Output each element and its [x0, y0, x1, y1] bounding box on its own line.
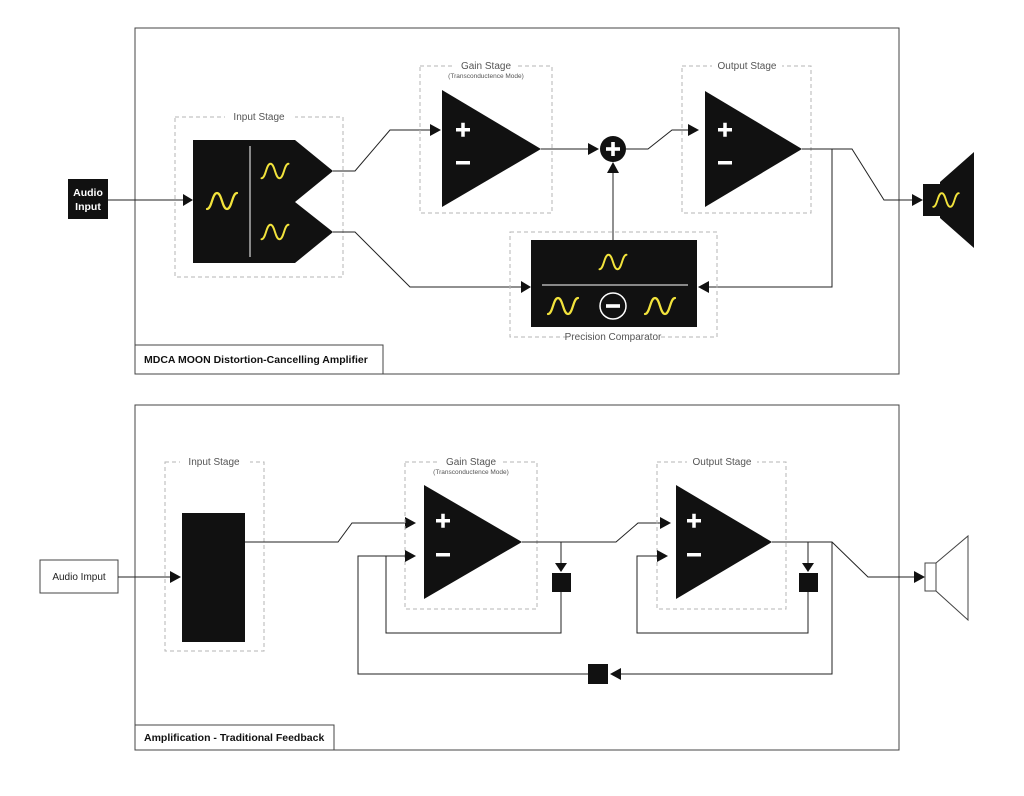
- speaker-icon: [923, 152, 974, 248]
- arrowhead-icon: [521, 281, 531, 293]
- audio-input-line2: Input: [75, 201, 101, 213]
- minus-sign-icon: [456, 161, 470, 165]
- output-feedback-network: [799, 573, 818, 592]
- input-stage-label: Input Stage: [233, 112, 285, 123]
- top-frame: [134, 27, 900, 375]
- arrowhead-icon: [555, 563, 567, 572]
- comparator-label: Precision Comparator: [565, 332, 662, 343]
- wire-to-output: [626, 129, 688, 150]
- arrowhead-icon: [698, 281, 709, 293]
- arrowhead-icon: [588, 143, 599, 155]
- output-stage-label: Output Stage: [693, 457, 752, 468]
- speaker-icon: [924, 534, 969, 622]
- top-diagram: MDCA MOON Distortion-Cancelling Amplifie…: [68, 27, 974, 375]
- arrowhead-icon: [610, 668, 621, 680]
- summing-junction-icon: [600, 136, 626, 162]
- bottom-diagram: Amplification - Traditional Feedback Aud…: [39, 404, 969, 751]
- top-title: MDCA MOON Distortion-Cancelling Amplifie…: [144, 354, 368, 366]
- input-stage-block: [182, 513, 245, 642]
- arrowhead-icon: [688, 124, 699, 136]
- arrowhead-icon: [405, 517, 416, 529]
- gain-feedback-network: [552, 573, 571, 592]
- arrowhead-icon: [802, 563, 814, 572]
- minus-sign-icon: [718, 161, 732, 165]
- wire-to-speaker: [772, 541, 914, 578]
- bottom-title-box: [134, 724, 335, 751]
- global-feedback-network: [588, 664, 608, 684]
- wire-to-comparator: [333, 231, 521, 288]
- gain-local-feedback-wire: [385, 555, 562, 634]
- arrowhead-icon: [607, 162, 619, 173]
- arrowhead-icon: [183, 194, 193, 206]
- gain-amplifier: [424, 485, 522, 599]
- gain-stage-label: Gain Stage: [446, 457, 496, 468]
- audio-imput-label: Audio Imput: [52, 572, 106, 583]
- input-stage-splitter: [193, 140, 333, 263]
- audio-imput-box[interactable]: Audio Imput: [39, 559, 119, 594]
- arrowhead-icon: [912, 194, 923, 206]
- arrowhead-icon: [914, 571, 925, 583]
- output-stage-label: Output Stage: [718, 61, 777, 72]
- gain-amplifier: [442, 90, 541, 207]
- gain-stage-label: Gain Stage: [461, 61, 511, 72]
- gain-stage-sublabel: (Transconductence Mode): [448, 73, 524, 80]
- arrowhead-icon: [405, 550, 416, 562]
- wire-to-output: [522, 522, 660, 543]
- audio-input-line1: Audio: [73, 187, 103, 199]
- arrowhead-icon: [657, 550, 668, 562]
- wire-to-gain: [245, 522, 405, 543]
- audio-input-box[interactable]: Audio Input: [68, 179, 108, 219]
- input-stage-label: Input Stage: [188, 457, 240, 468]
- top-title-box: [134, 344, 384, 375]
- gain-stage-sublabel: (Transconductence Mode): [433, 469, 509, 476]
- arrowhead-icon: [430, 124, 441, 136]
- wire-to-speaker: [832, 148, 912, 201]
- wire-to-gain: [333, 129, 430, 172]
- output-amplifier: [705, 91, 802, 207]
- minus-sign-icon: [687, 553, 701, 557]
- global-feedback-wire-left: [357, 555, 588, 675]
- bottom-title: Amplification - Traditional Feedback: [144, 732, 324, 744]
- feedback-to-comparator-wire: [709, 148, 833, 288]
- minus-sign-icon: [436, 553, 450, 557]
- output-amplifier: [676, 485, 772, 599]
- global-feedback-wire-right: [621, 542, 833, 675]
- arrowhead-icon: [170, 571, 181, 583]
- arrowhead-icon: [660, 517, 671, 529]
- output-local-feedback-wire: [636, 555, 809, 634]
- subtract-junction-icon: [599, 292, 627, 320]
